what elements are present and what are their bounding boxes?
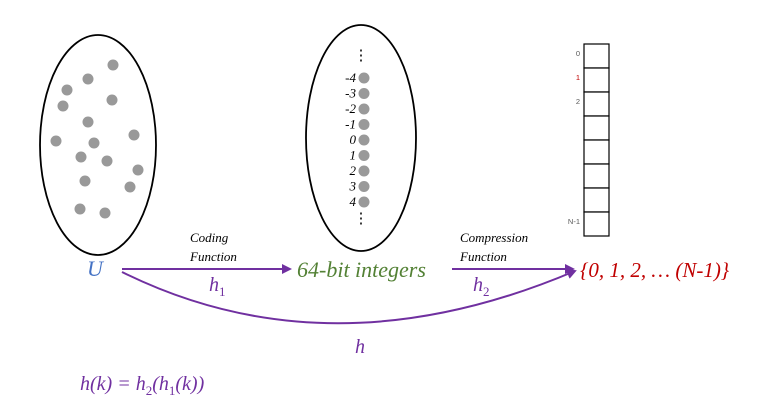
coding-function-symbol: h1 — [209, 274, 226, 299]
universe-dot — [75, 151, 87, 163]
table-index-label: 0 — [576, 49, 580, 58]
universe-dot — [106, 94, 118, 106]
table-cell — [583, 163, 610, 189]
compression-function-label-line1: Compression — [460, 230, 528, 245]
universe-ellipse — [39, 34, 157, 256]
integers-label: 64-bit integers — [297, 257, 426, 282]
integer-dot — [358, 134, 370, 146]
integer-label: -2 — [345, 101, 356, 116]
universe-dot — [99, 207, 111, 219]
table-cell — [583, 187, 610, 213]
integers-bottom-ellipsis: ⋮ — [354, 211, 369, 227]
integer-label: 1 — [350, 148, 357, 163]
coding-function-label-line1: Coding — [190, 230, 229, 245]
integer-label: -4 — [345, 70, 356, 85]
universe-dot — [88, 137, 100, 149]
compression-function-symbol: h2 — [473, 274, 490, 299]
integer-label: 4 — [350, 194, 357, 209]
table-cell — [583, 211, 610, 237]
table-index-label: N-1 — [568, 217, 580, 226]
integer-dot — [358, 88, 370, 99]
universe-dot — [50, 135, 62, 147]
integers-top-ellipsis: ⋮ — [354, 48, 369, 64]
coding-function-label-line2: Function — [189, 249, 237, 264]
table-cell — [583, 91, 610, 117]
universe-dot — [82, 116, 94, 128]
integer-label: -1 — [345, 117, 356, 132]
universe-dot — [74, 203, 86, 215]
composite-hash-arrow — [121, 269, 577, 325]
universe-dots — [50, 59, 144, 219]
integer-label: 0 — [350, 132, 357, 147]
hash-table: 0 1 2N-1 — [568, 43, 610, 237]
universe-dot — [124, 181, 136, 193]
composite-hash-symbol: h — [355, 336, 365, 358]
universe-dot — [132, 164, 144, 176]
table-cell — [583, 115, 610, 141]
integer-label: 2 — [350, 163, 357, 178]
integer-dot — [358, 196, 370, 208]
universe-dot — [61, 84, 73, 96]
universe-label: U — [87, 256, 105, 281]
integer-dot — [358, 181, 370, 192]
universe-dot — [82, 73, 94, 85]
universe-dot — [79, 175, 91, 187]
integers-ellipse — [305, 24, 417, 252]
integer-label: 3 — [349, 179, 357, 194]
universe-dot — [57, 100, 69, 112]
universe-dot — [128, 129, 140, 141]
integer-dot — [358, 165, 370, 177]
universe-dot — [107, 59, 119, 71]
compression-function-label-line2: Function — [459, 249, 507, 264]
table-cell — [583, 67, 610, 93]
table-index-label: 2 — [576, 97, 580, 106]
universe-set — [39, 34, 157, 256]
table-cell — [583, 43, 610, 69]
integer-label: -3 — [345, 86, 356, 101]
table-cell — [583, 139, 610, 165]
range-label: {0, 1, 2, … (N-1)} — [580, 258, 730, 282]
integer-dot — [358, 150, 370, 161]
universe-dot — [101, 155, 113, 167]
integer-dot — [358, 119, 370, 130]
integer-dot — [358, 103, 370, 115]
table-index-label: 1 — [576, 73, 580, 82]
composition-formula: h(k) = h2(h1(k)) — [80, 373, 205, 398]
integer-dot — [358, 72, 370, 84]
